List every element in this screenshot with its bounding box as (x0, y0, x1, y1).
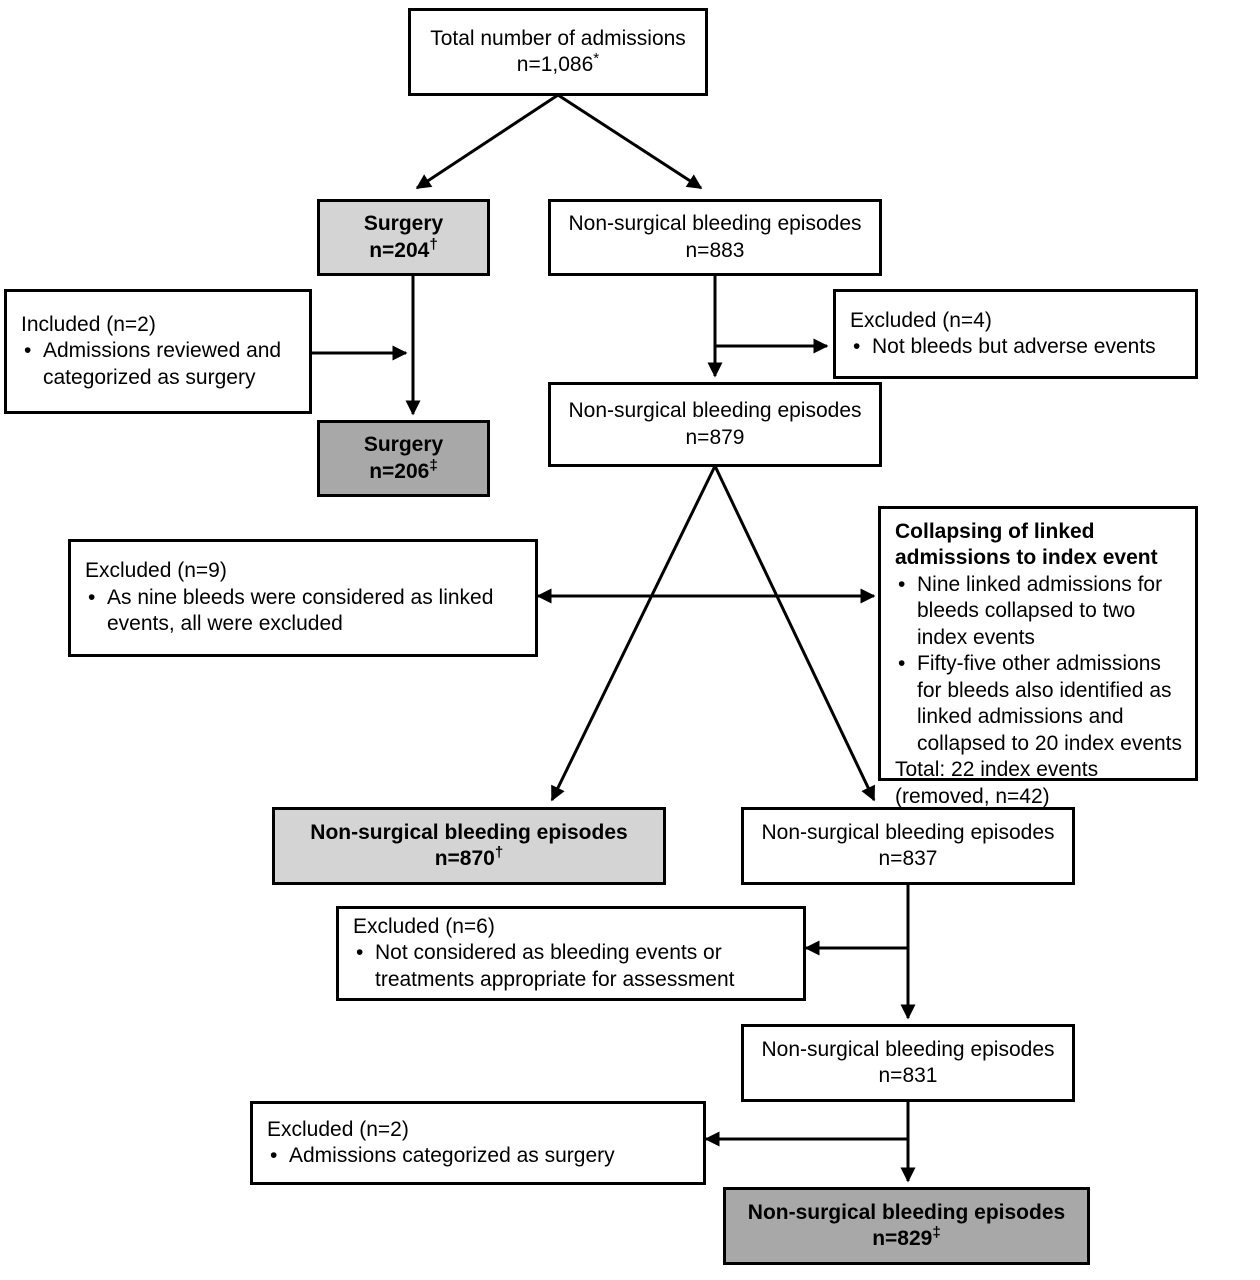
node-excluded-2: Excluded (n=2) Admissions categorized as… (250, 1101, 706, 1185)
node-nonsurgical-870-line1: Non-surgical bleeding episodes (310, 820, 628, 844)
edge-879-to-837 (713, 465, 876, 802)
node-nonsurgical-870: Non-surgical bleeding episodes n=870† (272, 807, 666, 885)
node-nonsurgical-837-line1: Non-surgical bleeding episodes (761, 820, 1055, 844)
node-surgery-204-line2: n=204† (369, 235, 438, 262)
node-excluded-2-bullets: Admissions categorized as surgery (267, 1143, 615, 1170)
node-nonsurgical-879: Non-surgical bleeding episodes n=879 (548, 382, 882, 467)
list-item: Not bleeds but adverse events (850, 334, 1156, 361)
list-item: As nine bleeds were considered as linked… (85, 585, 525, 638)
node-nonsurgical-829-line2: n=829‡ (872, 1224, 941, 1250)
node-collapsing-linked-admissions: Collapsing of linked admissions to index… (878, 506, 1198, 808)
node-nonsurgical-883-line1: Non-surgical bleeding episodes (568, 212, 862, 236)
node-surgery-204: Surgery n=204† (317, 199, 490, 276)
node-excluded-4: Excluded (n=4) Not bleeds but adverse ev… (833, 289, 1198, 379)
node-excluded-6: Excluded (n=6) Not considered as bleedin… (336, 906, 806, 1001)
node-excluded-4-header: Excluded (n=4) (850, 308, 992, 332)
node-total-admissions-line2: n=1,086* (516, 50, 600, 76)
node-included-2-bullets: Admissions reviewed and categorized as s… (21, 338, 299, 391)
node-surgery-204-line1: Surgery (363, 212, 444, 236)
node-collapsing-header: Collapsing of linked admissions to index… (895, 520, 1158, 570)
node-nonsurgical-829: Non-surgical bleeding episodes n=829‡ (723, 1187, 1090, 1265)
list-item: Nine linked admissions for bleeds collap… (895, 572, 1185, 651)
node-collapsing-removed: (removed, n=42) (895, 784, 1050, 808)
node-excluded-6-header: Excluded (n=6) (353, 914, 495, 938)
node-nonsurgical-831: Non-surgical bleeding episodes n=831 (741, 1024, 1075, 1102)
node-nonsurgical-879-line2: n=879 (685, 425, 745, 449)
node-total-admissions-line1: Total number of admissions (430, 26, 686, 50)
node-surgery-206: Surgery n=206‡ (317, 420, 490, 497)
node-nonsurgical-883: Non-surgical bleeding episodes n=883 (548, 199, 882, 276)
list-item: Not considered as bleeding events or tre… (353, 940, 793, 993)
node-total-admissions: Total number of admissions n=1,086* (408, 8, 708, 96)
list-item: Admissions categorized as surgery (267, 1143, 615, 1170)
node-nonsurgical-829-line1: Non-surgical bleeding episodes (747, 1200, 1066, 1224)
node-surgery-206-line1: Surgery (363, 433, 444, 457)
node-excluded-9: Excluded (n=9) As nine bleeds were consi… (68, 539, 538, 657)
list-item: Admissions reviewed and categorized as s… (21, 338, 299, 391)
node-nonsurgical-883-line2: n=883 (685, 238, 745, 262)
node-excluded-2-header: Excluded (n=2) (267, 1117, 409, 1141)
node-surgery-206-line2: n=206‡ (369, 456, 438, 483)
edge-879-to-870 (550, 465, 717, 802)
node-excluded-4-bullets: Not bleeds but adverse events (850, 334, 1156, 361)
node-nonsurgical-837: Non-surgical bleeding episodes n=837 (741, 807, 1075, 885)
list-item: Fifty-five other admissions for bleeds a… (895, 651, 1185, 757)
node-excluded-6-bullets: Not considered as bleeding events or tre… (353, 940, 793, 993)
node-included-2-header: Included (n=2) (21, 312, 156, 336)
node-nonsurgical-879-line1: Non-surgical bleeding episodes (568, 399, 862, 423)
node-nonsurgical-837-line2: n=837 (878, 847, 938, 870)
edge-total-to-surgery204 (415, 93, 559, 190)
node-nonsurgical-831-line2: n=831 (878, 1064, 938, 1087)
node-nonsurgical-831-line1: Non-surgical bleeding episodes (761, 1037, 1055, 1061)
node-excluded-9-bullets: As nine bleeds were considered as linked… (85, 585, 525, 638)
node-collapsing-total: Total: 22 index events (895, 758, 1099, 782)
node-nonsurgical-870-line2: n=870† (434, 844, 504, 870)
node-excluded-9-header: Excluded (n=9) (85, 559, 227, 583)
edge-total-to-nonsurgical883 (557, 93, 703, 190)
node-included-2: Included (n=2) Admissions reviewed and c… (4, 289, 312, 414)
node-collapsing-bullets: Nine linked admissions for bleeds collap… (895, 572, 1185, 757)
